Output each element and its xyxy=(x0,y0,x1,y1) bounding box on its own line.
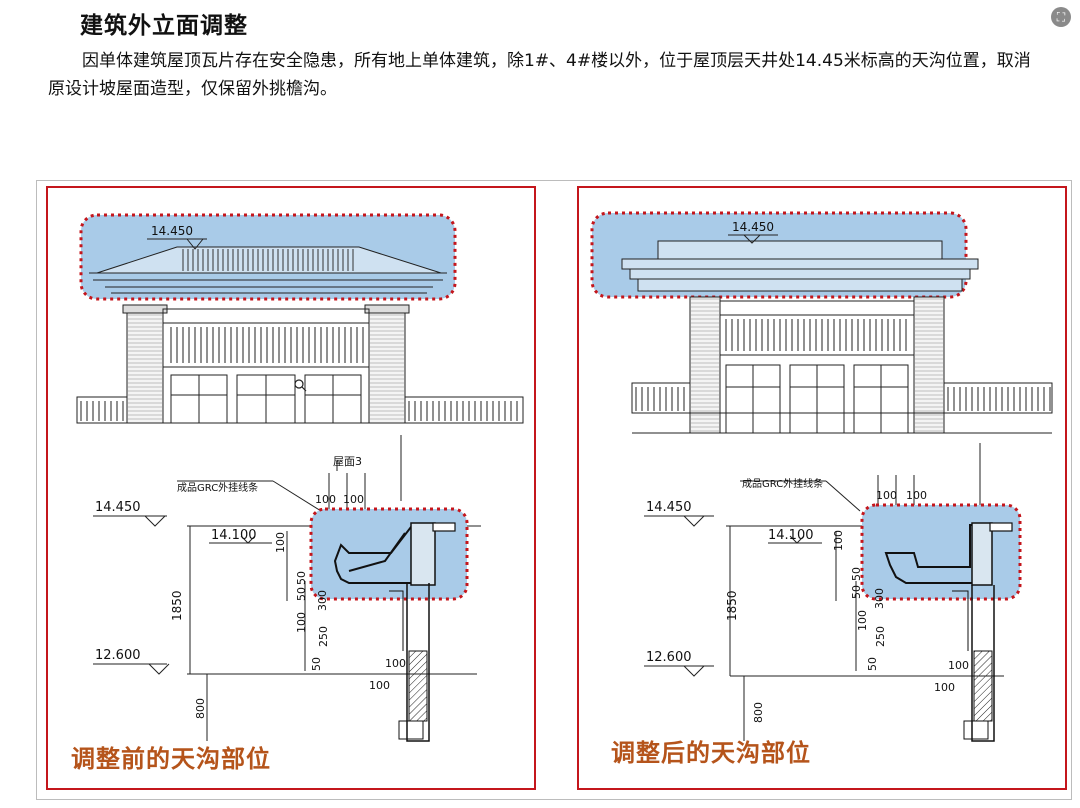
dim-50c: 50 xyxy=(310,657,323,671)
facade-elevation xyxy=(631,296,1053,434)
dim-100-h2: 100 xyxy=(369,679,390,692)
sloped-gutter-section xyxy=(333,522,456,742)
description-text: 因单体建筑屋顶瓦片存在安全隐患，所有地上单体建筑，除1#、4#楼以外，位于屋顶层… xyxy=(48,51,1031,99)
dim-300: 300 xyxy=(873,588,886,609)
dim-100-h1: 100 xyxy=(385,657,406,670)
grc-label: 成品GRC外挂线条 xyxy=(177,481,258,494)
dim-50a: 50 xyxy=(850,567,863,581)
screenshot-icon[interactable]: ⛶ xyxy=(1051,7,1071,27)
caption-before: 调整前的天沟部位 xyxy=(71,745,271,773)
page-title: 建筑外立面调整 xyxy=(80,13,248,39)
zoom-icon xyxy=(294,379,307,392)
dim-100-v: 100 xyxy=(274,532,287,553)
description-paragraph: 因单体建筑屋顶瓦片存在安全隐患，所有地上单体建筑，除1#、4#楼以外，位于屋顶层… xyxy=(48,47,1038,103)
dim-100a: 100 xyxy=(876,489,897,502)
dim-250: 250 xyxy=(317,626,330,647)
dim-800: 800 xyxy=(752,702,765,723)
panel-frame xyxy=(577,186,1067,790)
comparison-figure: 14.450 xyxy=(36,180,1072,800)
elevation-low-label: 12.600 xyxy=(646,650,692,665)
dim-100-h1: 100 xyxy=(948,659,969,672)
panel-frame xyxy=(46,186,536,790)
dim-300: 300 xyxy=(316,590,329,611)
dim-50a: 50 xyxy=(295,571,308,585)
dim-50b: 50 xyxy=(295,587,308,601)
dim-1850: 1850 xyxy=(170,590,184,621)
panel-before: 14.450 xyxy=(46,186,536,790)
grc-label: 成品GRC外挂线条 xyxy=(742,477,823,490)
section-detail xyxy=(644,443,1012,741)
windows xyxy=(170,374,362,424)
dim-100-v2: 100 xyxy=(295,612,308,633)
elevation-top-label: 14.450 xyxy=(151,224,193,238)
dim-50c: 50 xyxy=(866,657,879,671)
elevation-upper-label: 14.450 xyxy=(646,500,692,515)
dim-800: 800 xyxy=(194,698,207,719)
roof-label: 屋面3 xyxy=(333,455,362,468)
dim-100-v2: 100 xyxy=(856,610,869,631)
dim-100b: 100 xyxy=(343,493,364,506)
elevation-upper-label: 14.450 xyxy=(95,500,141,515)
elevation-mid-label: 14.100 xyxy=(211,528,257,543)
windows xyxy=(725,364,909,434)
facade-elevation xyxy=(76,304,524,424)
dim-100b: 100 xyxy=(906,489,927,502)
dim-100-v: 100 xyxy=(832,530,845,551)
dim-100-h2: 100 xyxy=(934,681,955,694)
dim-250: 250 xyxy=(874,626,887,647)
dim-50b: 50 xyxy=(850,585,863,599)
elevation-low-label: 12.600 xyxy=(95,648,141,663)
panel-after: 14.450 xyxy=(577,186,1067,790)
flat-eave xyxy=(621,240,979,292)
overhang-gutter-section xyxy=(884,522,1013,742)
sloped-roof xyxy=(89,246,447,294)
dim-100a: 100 xyxy=(315,493,336,506)
elevation-top-label: 14.450 xyxy=(732,220,774,234)
dim-1850: 1850 xyxy=(725,590,739,621)
caption-after: 调整后的天沟部位 xyxy=(611,739,811,767)
elevation-mid-label: 14.100 xyxy=(768,528,814,543)
